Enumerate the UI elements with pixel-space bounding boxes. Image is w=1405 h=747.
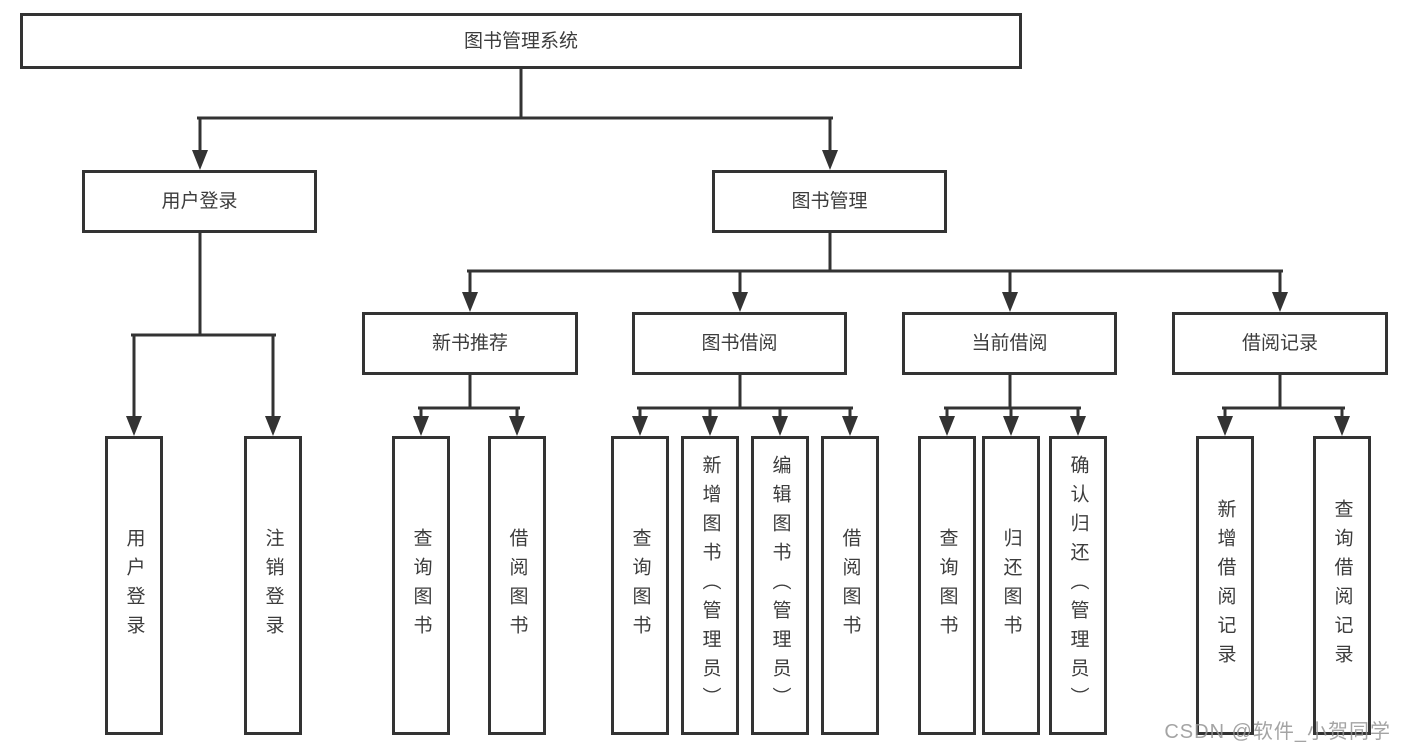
node-manage: 图书管理 [712, 170, 947, 233]
node-leaf-rc-add: 新增借阅记录 [1196, 436, 1254, 735]
node-leaf-bor-edit: 编辑图书（管理员） [751, 436, 809, 735]
arrowhead-down-icon [509, 416, 525, 436]
arrowhead-down-icon [772, 416, 788, 436]
node-label: 当前借阅 [971, 333, 1048, 354]
node-label: 借阅记录 [1241, 333, 1318, 354]
arrowhead-down-icon [413, 416, 429, 436]
arrowhead-down-icon [1334, 416, 1350, 436]
node-leaf-login: 用户登录 [105, 436, 163, 735]
node-leaf-cur-confirm: 确认归还（管理员） [1049, 436, 1107, 735]
arrowhead-down-icon [265, 416, 281, 436]
node-label: 查询图书 [629, 527, 651, 644]
node-borrow: 图书借阅 [632, 312, 847, 375]
node-label: 图书管理系统 [463, 30, 578, 52]
node-label: 新增图书（管理员） [699, 455, 721, 716]
node-leaf-rec-borrow: 借阅图书 [488, 436, 546, 735]
node-label: 注销登录 [262, 527, 284, 644]
node-label: 查询借阅记录 [1331, 498, 1353, 673]
arrowhead-down-icon [192, 150, 208, 170]
node-label: 用户登录 [161, 191, 238, 212]
arrowhead-down-icon [702, 416, 718, 436]
node-label: 用户登录 [123, 527, 145, 644]
node-label: 查询图书 [410, 527, 432, 644]
node-current: 当前借阅 [902, 312, 1117, 375]
node-login: 用户登录 [82, 170, 317, 233]
node-label: 借阅图书 [839, 527, 861, 644]
node-label: 确认归还（管理员） [1067, 455, 1089, 716]
arrowhead-down-icon [126, 416, 142, 436]
node-label: 新增借阅记录 [1214, 498, 1236, 673]
node-label: 图书借阅 [701, 333, 778, 354]
node-label: 新书推荐 [431, 333, 508, 354]
arrowhead-down-icon [939, 416, 955, 436]
arrowhead-down-icon [1070, 416, 1086, 436]
node-leaf-cur-query: 查询图书 [918, 436, 976, 735]
node-label: 借阅图书 [506, 527, 528, 644]
arrowhead-down-icon [1272, 292, 1288, 312]
node-records: 借阅记录 [1172, 312, 1388, 375]
node-label: 图书管理 [791, 191, 868, 212]
arrowhead-down-icon [632, 416, 648, 436]
arrowhead-down-icon [462, 292, 478, 312]
node-leaf-logout: 注销登录 [244, 436, 302, 735]
node-leaf-rc-query: 查询借阅记录 [1313, 436, 1371, 735]
arrowhead-down-icon [822, 150, 838, 170]
node-leaf-bor-query: 查询图书 [611, 436, 669, 735]
node-leaf-bor-add: 新增图书（管理员） [681, 436, 739, 735]
arrowhead-down-icon [1217, 416, 1233, 436]
arrowhead-down-icon [732, 292, 748, 312]
arrowhead-down-icon [1002, 292, 1018, 312]
node-leaf-cur-return: 归还图书 [982, 436, 1040, 735]
arrowhead-down-icon [842, 416, 858, 436]
node-recommend: 新书推荐 [362, 312, 578, 375]
node-label: 查询图书 [936, 527, 958, 644]
node-label: 编辑图书（管理员） [769, 455, 791, 716]
arrowhead-down-icon [1003, 416, 1019, 436]
node-leaf-bor-borrow: 借阅图书 [821, 436, 879, 735]
node-leaf-rec-query: 查询图书 [392, 436, 450, 735]
node-root: 图书管理系统 [20, 13, 1022, 69]
node-label: 归还图书 [1000, 527, 1022, 644]
